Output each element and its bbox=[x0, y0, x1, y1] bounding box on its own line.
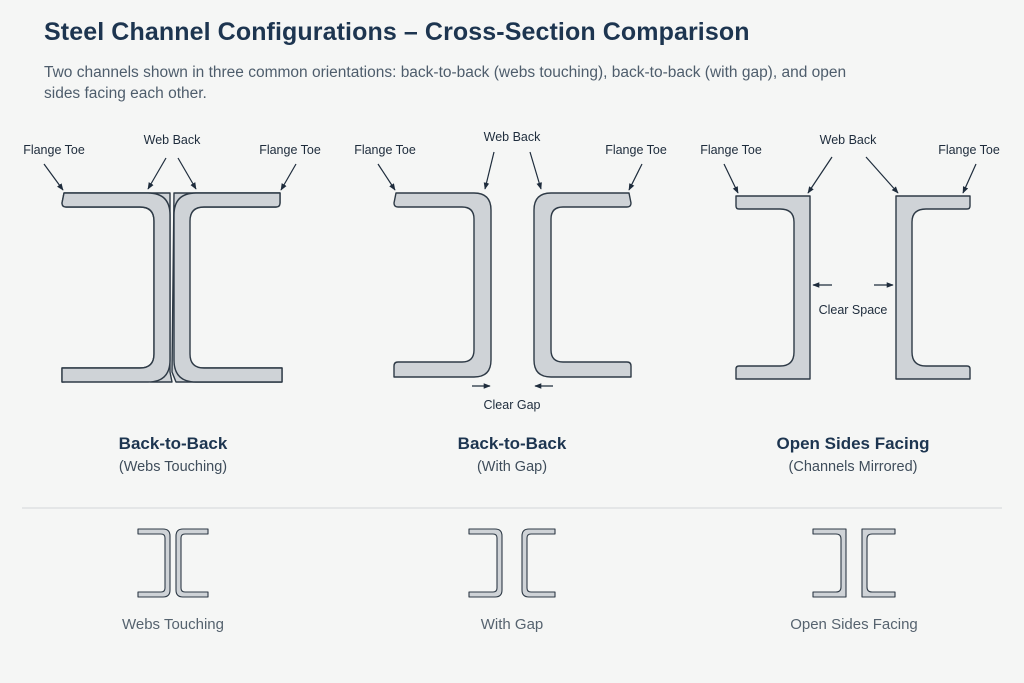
panel-with-gap: Flange Toe Web Back Flange Toe Clear Gap… bbox=[354, 130, 667, 475]
label-web-back: Web Back bbox=[144, 133, 201, 147]
channel-left bbox=[393, 192, 492, 378]
channel-left-body bbox=[61, 192, 171, 383]
dimension-clear-gap: Clear Gap bbox=[484, 398, 541, 412]
label-flange-toe-right: Flange Toe bbox=[259, 143, 321, 157]
thumb-channel-left bbox=[812, 528, 847, 598]
thumbnail-open-sides-facing: Open Sides Facing bbox=[790, 528, 918, 633]
caption-subtitle: (Channels Mirrored) bbox=[789, 459, 918, 475]
label-web-back: Web Back bbox=[484, 130, 541, 144]
channel-right-body bbox=[173, 192, 283, 383]
caption-title: Open Sides Facing bbox=[776, 434, 929, 453]
caption-title: Back-to-Back bbox=[119, 434, 228, 453]
panel-webs-touching: Flange Toe Web Back Flange Toe Back-to-B… bbox=[23, 133, 321, 475]
panel-open-sides-facing: Flange Toe Web Back Flange Toe Clear Spa… bbox=[700, 133, 1000, 475]
thumbnail-label: With Gap bbox=[481, 616, 544, 633]
thumbnail-with-gap: With Gap bbox=[468, 528, 556, 633]
thumbnail-label: Open Sides Facing bbox=[790, 616, 918, 633]
channel-right bbox=[533, 192, 632, 378]
thumb-channel-right bbox=[175, 528, 209, 598]
label-flange-toe-left: Flange Toe bbox=[354, 143, 416, 157]
channel-right bbox=[895, 195, 971, 380]
channel-left bbox=[735, 195, 811, 380]
label-flange-toe-left: Flange Toe bbox=[23, 143, 85, 157]
label-flange-toe-right: Flange Toe bbox=[938, 143, 1000, 157]
thumbnail-webs-touching: Webs Touching bbox=[122, 528, 224, 633]
dimension-clear-space: Clear Space bbox=[819, 303, 888, 317]
label-web-back: Web Back bbox=[820, 133, 877, 147]
page-subtitle: Two channels shown in three common orien… bbox=[44, 64, 847, 102]
page-title: Steel Channel Configurations – Cross-Sec… bbox=[44, 18, 750, 46]
thumb-channel-left bbox=[468, 528, 503, 598]
label-flange-toe-left: Flange Toe bbox=[700, 143, 762, 157]
thumbnail-label: Webs Touching bbox=[122, 616, 224, 633]
caption-subtitle: (With Gap) bbox=[477, 459, 547, 475]
thumb-channel-left bbox=[137, 528, 171, 598]
label-flange-toe-right: Flange Toe bbox=[605, 143, 667, 157]
thumb-channel-right bbox=[861, 528, 896, 598]
caption-title: Back-to-Back bbox=[458, 434, 567, 453]
thumb-channel-right bbox=[521, 528, 556, 598]
caption-subtitle: (Webs Touching) bbox=[119, 459, 227, 475]
